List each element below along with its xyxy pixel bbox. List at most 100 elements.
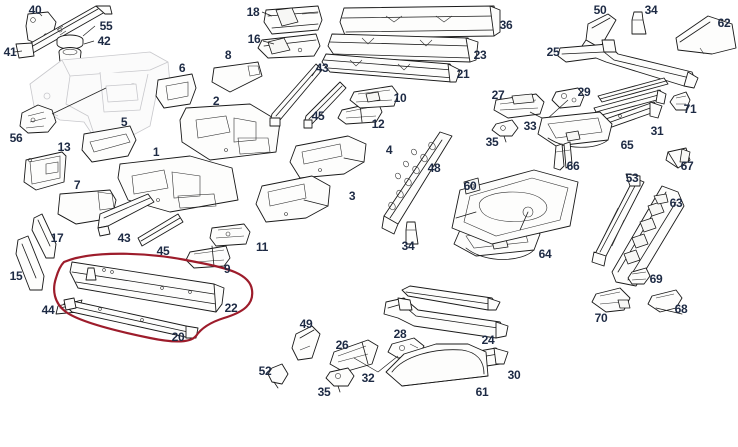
- part-43-rail-left: [97, 193, 155, 237]
- part-71-clip: [669, 91, 691, 111]
- part-70-bracket: [591, 287, 631, 313]
- callout-label-32: 32: [361, 371, 375, 385]
- callout-label-52: 52: [258, 364, 272, 378]
- callout-label-30: 30: [507, 368, 521, 382]
- callout-label-55: 55: [99, 19, 113, 33]
- part-2-floor-pan: [179, 103, 281, 161]
- callout-label-34-center: 34: [401, 239, 415, 253]
- part-25-frame-rail: [557, 39, 699, 89]
- leader-32: [353, 355, 399, 373]
- callout-label-11: 11: [255, 240, 269, 254]
- callout-label-42: 42: [97, 34, 111, 48]
- callout-label-45-mid: 45: [311, 109, 325, 123]
- callout-label-13: 13: [57, 140, 71, 154]
- part-5-panel: [81, 125, 137, 163]
- part-52-clip: [267, 363, 289, 389]
- callout-label-66: 66: [566, 159, 580, 173]
- part-60-floor-assembly: [451, 169, 579, 245]
- leader-56: [51, 87, 107, 115]
- callout-label-15: 15: [9, 269, 23, 283]
- callout-label-34-right: 34: [644, 3, 658, 17]
- callout-label-2: 2: [212, 94, 220, 108]
- callout-label-12: 12: [371, 117, 385, 131]
- callout-label-60: 60: [463, 179, 477, 193]
- leader-43-mid: [311, 69, 317, 77]
- callout-label-26: 26: [335, 338, 349, 352]
- part-48-perforated-rail: [381, 131, 453, 235]
- leader-55: [82, 25, 96, 37]
- part-35-clip-right: [491, 119, 519, 143]
- part-23-long-rail: [327, 33, 479, 63]
- part-69-clip: [627, 267, 651, 285]
- part-8-panel: [211, 61, 263, 93]
- part-56-bracket: [19, 104, 57, 134]
- leader-16: [262, 40, 275, 45]
- part-41-end-fitting: [15, 42, 35, 59]
- callout-label-71: 71: [683, 102, 697, 116]
- callout-label-44: 44: [41, 303, 55, 317]
- part-16-rail: [257, 33, 321, 59]
- part-24-long-rail: [383, 297, 509, 339]
- callout-label-7: 7: [73, 178, 81, 192]
- callout-label-9: 9: [223, 262, 231, 276]
- callout-label-45-left: 45: [156, 244, 170, 258]
- part-33-bracket: [551, 87, 585, 109]
- callout-label-56: 56: [9, 131, 23, 145]
- callout-label-23: 23: [473, 48, 487, 62]
- part-11-bracket: [209, 223, 251, 247]
- callout-label-1: 1: [152, 145, 160, 159]
- part-49-panel: [291, 325, 321, 361]
- part-26-panel: [329, 339, 379, 373]
- part-43-rail-mid: [269, 63, 323, 127]
- callout-label-4: 4: [385, 143, 393, 157]
- callout-label-28: 28: [393, 327, 407, 341]
- leader-42: [83, 40, 95, 45]
- part-20-rocker-rail: [63, 297, 199, 339]
- callout-label-22: 22: [224, 301, 238, 315]
- callout-label-36: 36: [499, 18, 513, 32]
- part-45-rail-mid: [303, 81, 347, 129]
- leader-18: [261, 11, 273, 17]
- callout-label-24: 24: [481, 333, 495, 347]
- part-67-cap: [665, 147, 691, 169]
- leader-41: [13, 50, 23, 53]
- part-34-plug-center: [405, 221, 419, 245]
- callout-label-3: 3: [348, 189, 356, 203]
- callout-label-40: 40: [28, 3, 42, 17]
- callout-label-6: 6: [178, 61, 186, 75]
- callout-label-33: 33: [523, 119, 537, 133]
- callout-label-25: 25: [546, 45, 560, 59]
- part-62-panel: [675, 15, 737, 55]
- part-24b-upper-rail: [401, 285, 501, 311]
- callout-label-49: 49: [299, 317, 313, 331]
- callout-label-62: 62: [717, 16, 731, 30]
- callout-label-41: 41: [3, 45, 17, 59]
- callout-label-43-mid: 43: [315, 61, 329, 75]
- callout-label-68: 68: [674, 302, 688, 316]
- part-18-rail: [263, 5, 323, 35]
- callout-label-43-left: 43: [117, 231, 131, 245]
- part-10-bracket: [349, 85, 399, 109]
- part-34-plug-right: [631, 11, 647, 35]
- part-45-rail-left: [137, 213, 184, 247]
- part-4-floor-pan: [289, 135, 367, 179]
- part-36-long-rail: [339, 5, 501, 39]
- callout-label-29: 29: [577, 85, 591, 99]
- callout-label-65: 65: [620, 138, 634, 152]
- callout-label-53: 53: [625, 171, 639, 185]
- part-13-panel: [23, 151, 67, 191]
- part-35-clip-bottom: [325, 367, 355, 393]
- callout-label-61: 61: [475, 385, 489, 399]
- part-15-rail: [15, 235, 45, 291]
- part-61-wheel-arch: [385, 343, 489, 387]
- part-3-floor-pan: [255, 175, 331, 223]
- part-29-rail: [597, 77, 669, 103]
- part-21-long-rail: [321, 53, 461, 83]
- callout-label-35-bottom: 35: [317, 385, 331, 399]
- callout-label-8: 8: [224, 48, 232, 62]
- callout-label-18: 18: [246, 5, 260, 19]
- part-68-bracket: [647, 289, 683, 315]
- firewall-assembly-ghost: [29, 51, 171, 143]
- callout-label-35-right: 35: [485, 135, 499, 149]
